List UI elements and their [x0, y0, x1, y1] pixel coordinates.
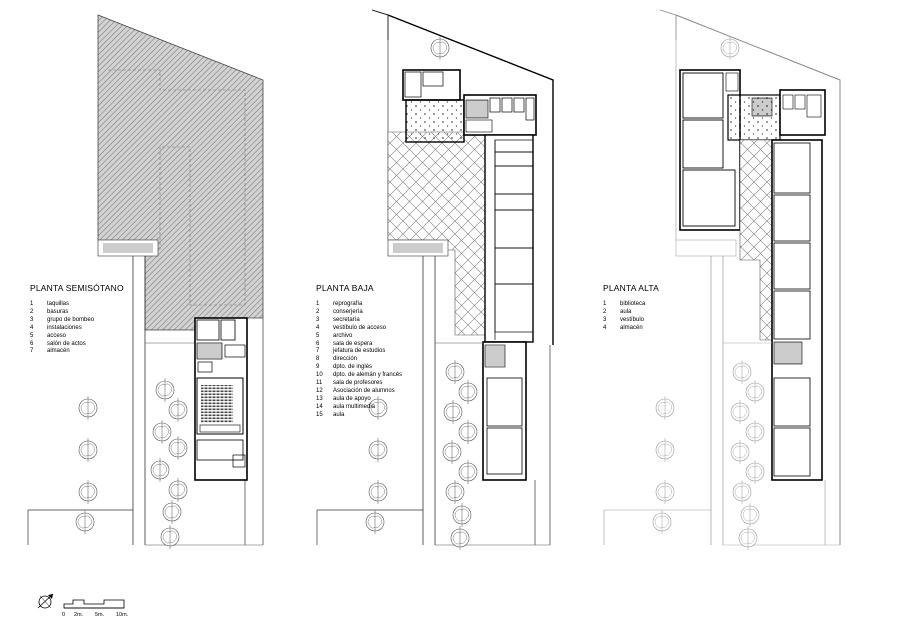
legend-room-item: 5 archivo	[316, 333, 402, 341]
room-label: acceso	[47, 332, 67, 339]
legend-room-item: 7 jefatura de estudios	[316, 348, 402, 356]
north-arrow-icon	[37, 593, 54, 609]
room-number: 5	[316, 332, 320, 339]
legend-room-item: 6 sala de espera	[316, 341, 402, 349]
legend-room-item: 14 aula multimedia	[316, 404, 402, 412]
room-label: aula	[620, 308, 632, 315]
legend-planta-alta: PLANTA ALTA 1 biblioteca 2 aula 3 vestíbulo 4 a…	[603, 283, 659, 333]
scale-bar: 0 2m. 5m. 10m.	[62, 599, 129, 618]
legend-room-item: 4 vestíbulo de acceso	[316, 325, 402, 333]
legend-room-item: 15 aula	[316, 412, 402, 420]
legend-room-item: 13 aula de apoyo	[316, 396, 402, 404]
room-label: dpto. de alemán y francés	[333, 372, 403, 379]
room-number: 4	[603, 324, 607, 331]
room-label: salón de actos	[47, 340, 86, 347]
room-number: 5	[30, 332, 34, 339]
room-label: basuras	[47, 308, 69, 315]
legend-room-item: 5 acceso	[30, 333, 124, 341]
room-label: almacén	[47, 348, 70, 355]
room-label: reprografía	[333, 301, 363, 307]
room-label: secretaría	[333, 316, 360, 323]
legend-room-item: 1 biblioteca	[603, 301, 659, 309]
scale-tick-0: 0	[62, 612, 65, 618]
legend-room-item: 3 secretaría	[316, 317, 402, 325]
room-label: dpto. de inglés	[333, 364, 373, 371]
room-number: 9	[316, 364, 320, 371]
room-label: aula de apoyo	[333, 395, 371, 402]
room-label: conserjería	[333, 308, 363, 315]
room-number: 3	[316, 316, 320, 323]
room-label: vestíbulo	[620, 316, 645, 323]
room-number: 2	[30, 308, 34, 315]
room-number: 8	[316, 356, 320, 363]
legend-room-item: 3 vestíbulo	[603, 317, 659, 325]
room-number: 11	[316, 380, 323, 387]
room-number: 10	[316, 372, 323, 379]
legend-room-item: 12 Asociación de alumnos	[316, 388, 402, 396]
legend-room-item: 4 almacén	[603, 325, 659, 333]
legend-room-item: 11 sala de profesores	[316, 380, 402, 388]
legend-room-item: 2 basuras	[30, 309, 124, 317]
legend-planta-semisotano: PLANTA SEMISÓTANO 1 taquillas 2 basuras 3 gru…	[30, 283, 124, 356]
legend-title: PLANTA SEMISÓTANO	[30, 283, 124, 293]
room-number: 4	[30, 324, 34, 331]
room-list: 1 biblioteca 2 aula 3 vestíbulo 4 almacén	[603, 301, 659, 333]
legend-title: PLANTA BAJA	[316, 283, 374, 293]
room-label: almacén	[620, 324, 643, 331]
scale-tick-2m: 2m.	[74, 612, 84, 618]
plan-alta	[603, 9, 841, 551]
room-label: biblioteca	[620, 301, 646, 307]
plan-semisotano	[27, 14, 264, 550]
room-number: 4	[316, 324, 320, 331]
room-label: archivo	[333, 332, 353, 339]
room-number: 1	[30, 301, 34, 307]
room-label: taquillas	[47, 301, 70, 307]
room-list: 1 reprografía 2 conserjería 3 secretaría 4 vest…	[316, 301, 402, 420]
scale-tick-5m: 5m.	[95, 612, 105, 618]
room-number: 6	[30, 340, 34, 347]
room-label: aula multimedia	[333, 403, 376, 410]
room-number: 3	[603, 316, 607, 323]
room-label: aula	[333, 411, 345, 418]
plan-baja	[316, 9, 554, 551]
legend-room-item: 10 dpto. de alemán y francés	[316, 372, 402, 380]
legend-room-item: 6 salón de actos	[30, 341, 124, 349]
scale-tick-10m: 10m.	[116, 612, 129, 618]
legend-room-item: 9 dpto. de inglés	[316, 364, 402, 372]
room-number: 6	[316, 340, 320, 347]
legend-room-item: 1 reprografía	[316, 301, 402, 309]
room-number: 7	[30, 348, 34, 355]
room-label: instalaciones	[47, 324, 82, 331]
legend-room-item: 2 conserjería	[316, 309, 402, 317]
legend-room-item: 8 dirección	[316, 356, 402, 364]
room-number: 13	[316, 395, 323, 402]
room-label: Asociación de alumnos	[333, 387, 395, 394]
legend-room-item: 2 aula	[603, 309, 659, 317]
legend-room-item: 3 grupo de bombeo	[30, 317, 124, 325]
room-number: 12	[316, 387, 323, 394]
legend-room-item: 1 taquillas	[30, 301, 124, 309]
room-number: 1	[603, 301, 607, 307]
room-label: jefatura de estudios	[333, 348, 386, 355]
legend-title: PLANTA ALTA	[603, 283, 660, 293]
room-number: 3	[30, 316, 34, 323]
room-label: dirección	[333, 356, 358, 363]
room-number: 14	[316, 403, 323, 410]
legend-room-item: 7 almacén	[30, 348, 124, 356]
room-label: sala de espera	[333, 340, 373, 347]
room-label: grupo de bombeo	[47, 316, 95, 323]
legend-room-item: 4 instalaciones	[30, 325, 124, 333]
room-number: 2	[316, 308, 320, 315]
room-number: 1	[316, 301, 320, 307]
room-number: 2	[603, 308, 607, 315]
room-list: 1 taquillas 2 basuras 3 grupo de bombeo 4 insta…	[30, 301, 124, 356]
legend-planta-baja: PLANTA BAJA 1 reprografía 2 conserjería 3 sec…	[316, 283, 402, 420]
room-label: sala de profesores	[333, 380, 383, 387]
room-number: 7	[316, 348, 320, 355]
room-label: vestíbulo de acceso	[333, 324, 387, 331]
room-number: 15	[316, 411, 323, 418]
